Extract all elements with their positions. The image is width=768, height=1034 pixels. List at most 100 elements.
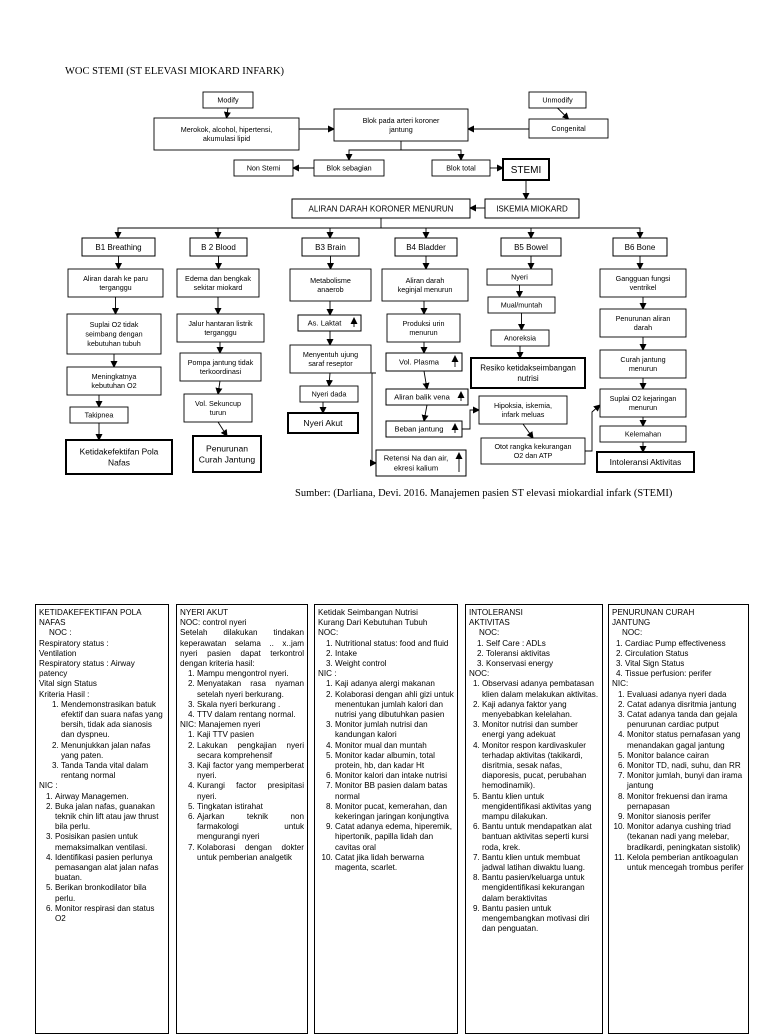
- woc-box-text: kebutuhan O2: [91, 381, 136, 390]
- woc-edge: [223, 107, 231, 119]
- woc-box-frame: [333, 108, 469, 142]
- woc-box-text: Anoreksia: [504, 334, 536, 343]
- woc-box-text: nutrisi: [517, 374, 539, 383]
- col2-noc: NOC: control nyeri: [180, 618, 247, 628]
- care-plan-nafas: KETIDAKEFEKTIFAN POLA NAFAS NOC : Respir…: [35, 604, 169, 1034]
- col3-nic-label: NIC :: [318, 669, 337, 679]
- col2-head: NYERI AKUT: [180, 608, 229, 617]
- woc-box-frame: [176, 268, 260, 298]
- woc-box-text: B6 Bone: [625, 243, 656, 252]
- woc-box-text: akumulasi lipid: [203, 134, 250, 143]
- list-item: Catat adanya disritmia jantung: [627, 700, 745, 710]
- list-item: Airway Managemen.: [55, 792, 165, 802]
- woc-box-text: Suplai O2 tidak: [90, 320, 139, 329]
- col4-nic-list: Observasi adanya pembatasan klien dalam …: [469, 679, 599, 934]
- list-item: Kelola pemberian antikoagulan untuk menc…: [627, 853, 745, 873]
- woc-box-frame: [490, 329, 550, 347]
- woc-box-b3-4: Nyeri dada: [299, 385, 359, 403]
- woc-edge: [585, 404, 601, 452]
- woc-box-unmodify: Unmodify: [528, 91, 587, 109]
- woc-box-text: saraf reseptor: [308, 359, 353, 368]
- woc-box-b1-2: Suplai O2 tidakseimbang dengankebutuhan …: [66, 313, 162, 355]
- list-item: Catat adanya edema, hiperemik, hipertoni…: [335, 822, 454, 853]
- list-item: Konservasi energy: [486, 659, 599, 669]
- col2-nic-list: Kaji TTV pasien Lakukan pengkajian nyeri…: [180, 730, 304, 863]
- list-item: Buka jalan nafas, guanakan teknik chin l…: [55, 802, 165, 833]
- list-item: TTV dalam rentang normal.: [197, 710, 304, 720]
- source-citation: Sumber: (Darliana, Devi. 2016. Manajemen…: [295, 488, 673, 499]
- woc-box-text: menurun: [629, 403, 657, 412]
- woc-box-b5-2: Mual/muntah: [487, 296, 556, 314]
- list-item: Posisikan pasien untuk memaksimalkan ven…: [55, 832, 165, 852]
- woc-box-text: Metabolisme: [310, 276, 351, 285]
- woc-box-text: B3 Brain: [315, 243, 346, 252]
- woc-box-text: Congenital: [551, 124, 586, 133]
- woc-box-text: Non Stemi: [247, 164, 281, 173]
- woc-box-text: Curah Jantung: [199, 455, 256, 465]
- list-item: Kaji adanya faktor yang menyebabkan kele…: [482, 700, 599, 720]
- woc-box-b3-2: As. Laktat: [297, 314, 362, 332]
- woc-box-text: Merokok, alcohol, hipertensi,: [181, 125, 273, 134]
- list-item: Kolaborasi dengan ahli gizi untuk menent…: [335, 690, 454, 721]
- woc-box-stemi: STEMI: [502, 158, 550, 181]
- woc-box-text: ISKEMIA MIOKARD: [496, 204, 568, 213]
- list-item: Monitor respon kardivaskuler terhadap ak…: [482, 741, 599, 792]
- list-item: Mendemonstrasikan batuk efektif dan suar…: [61, 700, 165, 741]
- col1-nic-label: NIC :: [39, 781, 58, 791]
- col1-line: patency: [39, 669, 68, 679]
- col2-kriteria-list: Mampu mengontrol nyeri. Menyatakan rasa …: [180, 669, 304, 720]
- woc-box-text: Ketidakefektifan Pola: [80, 446, 159, 456]
- woc-box-frame: [69, 406, 129, 424]
- woc-box-frame: [599, 349, 687, 379]
- col4-head-1: INTOLERANSI: [469, 608, 523, 617]
- list-item: Monitor jumlah, bunyi dan irama jantung: [627, 771, 745, 791]
- woc-box-b4-6: Retensi Na dan air,ekresi kalium: [375, 449, 467, 477]
- list-item: Monitor sianosis perifer: [627, 812, 745, 822]
- list-item: Menunjukkan jalan nafas yang paten.: [61, 741, 165, 761]
- woc-box-frame: [500, 237, 562, 257]
- woc-box-b6: B6 Bone: [612, 237, 668, 257]
- woc-box-text: darah: [634, 323, 652, 332]
- list-item: Berikan bronkodilator bila perlu.: [55, 883, 165, 903]
- woc-box-text: Unmodify: [542, 96, 573, 105]
- woc-box-text: seimbang dengan: [85, 330, 142, 339]
- woc-box-frame: [183, 393, 253, 423]
- woc-box-frame: [599, 388, 687, 418]
- list-item: Bantu klien untuk mengidentifikasi aktiv…: [482, 792, 599, 823]
- woc-box-text: Pompa jantung tidak: [188, 358, 254, 367]
- woc-box-text: Penurunan aliran: [616, 314, 671, 323]
- woc-box-text: ventrikel: [630, 283, 657, 292]
- woc-box-frame: [65, 439, 173, 475]
- list-item: Monitor mual dan muntah: [335, 741, 454, 751]
- list-item: Tingkatan istirahat: [197, 802, 304, 812]
- woc-box-text: Otot rangka kekurangan: [494, 442, 571, 451]
- woc-box-frame: [487, 296, 556, 314]
- list-item: Evaluasi adanya nyeri dada: [627, 690, 745, 700]
- woc-box-b5: B5 Bowel: [500, 237, 562, 257]
- col1-line: Ventilation: [39, 648, 77, 658]
- woc-box-text: B5 Bowel: [514, 243, 548, 252]
- woc-box-text: Aliran darah: [406, 276, 445, 285]
- col1-head-2: NAFAS: [39, 618, 66, 628]
- woc-box-frame: [599, 268, 687, 298]
- col1-line: Kriteria Hasil :: [39, 689, 90, 699]
- woc-box-modify: Modify: [202, 91, 254, 109]
- woc-box-b5-5: Hipoksia, iskemia,infark meluas: [478, 395, 568, 425]
- list-item: Monitor nutrisi dan sumber energi yang a…: [482, 720, 599, 740]
- woc-box-text: Modify: [217, 96, 239, 105]
- list-item: Kaji adanya alergi makanan: [335, 679, 454, 689]
- list-item: Catat jika lidah berwarna magenta, scarl…: [335, 853, 454, 873]
- woc-box-frame: [394, 237, 458, 257]
- list-item: Kurangi factor presipitasi nyeri.: [197, 781, 304, 801]
- woc-box-text: Aliran darah ke paru: [83, 274, 148, 283]
- list-item: Monitor kadar albumin, total protein, hb…: [335, 751, 454, 771]
- col3-head-2: Kurang Dari Kebutuhan Tubuh: [318, 618, 428, 628]
- woc-edge: [370, 372, 377, 467]
- list-item: Ajarkan teknik non farmakologi untuk men…: [197, 812, 304, 843]
